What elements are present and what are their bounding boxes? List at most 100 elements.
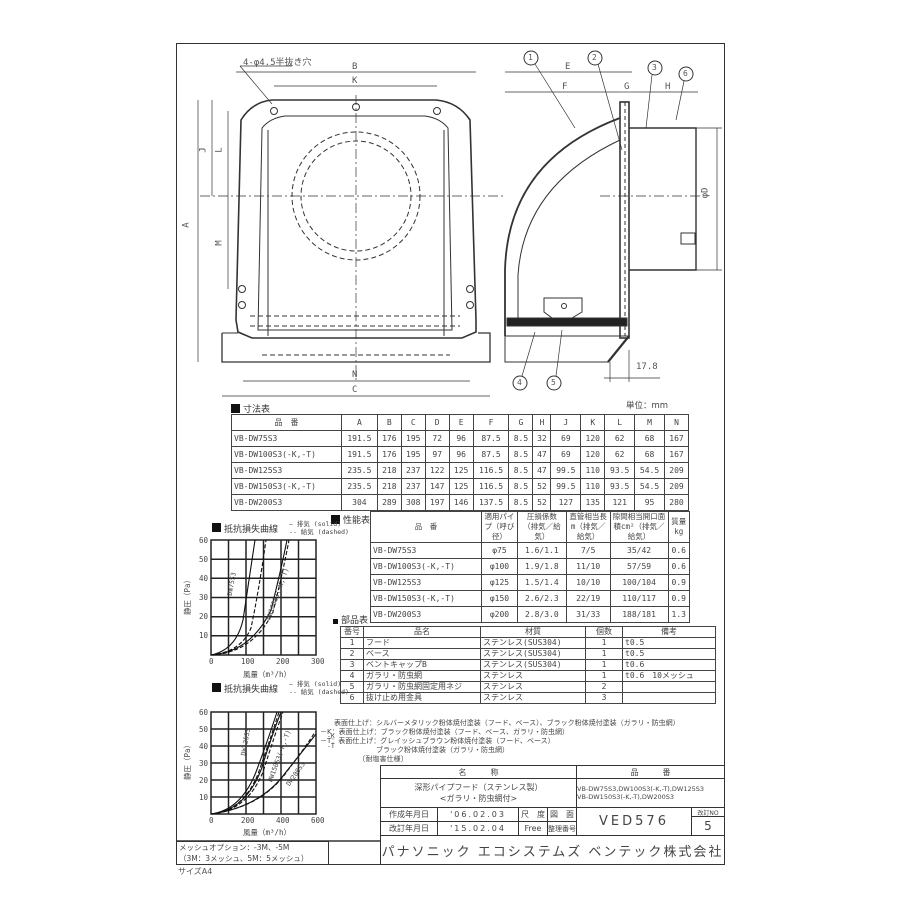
chart2-ylabel: 静圧（Pa） <box>183 740 193 781</box>
resistance-chart-1 <box>210 539 317 656</box>
dim-17-8: 17.8 <box>636 362 658 372</box>
dim-label-e: E <box>565 62 571 72</box>
chart2-annotation-t: -T <box>327 742 335 750</box>
chart1-ytick-40: 40 <box>199 574 209 583</box>
chart2-xtick-0: 0 <box>209 816 214 825</box>
balloon-3: 3 <box>652 63 657 72</box>
product-name: 深形パイプフード（ステンレス製）<ガラリ・防虫網付> <box>380 778 577 808</box>
unit-label: 単位：mm <box>626 401 669 411</box>
revised-label: 改訂年月日 <box>380 821 438 836</box>
created-date: '06.02.03 <box>437 807 519 822</box>
drawing-no-label-2: 整理番号 <box>547 821 577 836</box>
name-header: 名 称 <box>380 765 577 779</box>
chart1-ylabel: 静圧（Pa） <box>183 575 193 616</box>
chart1-ytick-60: 60 <box>199 536 209 545</box>
balloon-6: 6 <box>683 69 688 78</box>
parts-table-title: 部品表 <box>333 613 368 626</box>
company-name: パナソニック エコシステムズ ベンテック株式会社 <box>380 835 725 865</box>
rev-no: 5 <box>691 816 725 836</box>
chart1-title: 抵抗損失曲線 <box>212 522 278 535</box>
revised-date: '15.02.04 <box>437 821 519 836</box>
chart1-xtick-200: 200 <box>276 657 290 666</box>
chart2-ytick-10: 10 <box>199 793 209 802</box>
chart2-ytick-40: 40 <box>199 742 209 751</box>
performance-table-title: 性能表 <box>331 513 370 526</box>
chart2-xtick-200: 200 <box>241 816 255 825</box>
part-no-header: 品 番 <box>576 765 725 779</box>
created-label: 作成年月日 <box>380 807 438 822</box>
title-block: 名 称 品 番 深形パイプフード（ステンレス製）<ガラリ・防虫網付> VB-DW… <box>380 765 725 865</box>
scale-value: Free <box>518 821 548 836</box>
chart2-legend: — 排気 (solid)-- 給気 (dashed) <box>289 680 349 696</box>
dim-label-b: B <box>352 62 358 72</box>
dim-label-f: F <box>562 82 568 92</box>
chart2-ytick-50: 50 <box>199 725 209 734</box>
performance-table: 品 番適用パイプ（呼び径）圧損係数（排気／給気）直管相当長m（排気／給気）隙間相… <box>370 511 691 623</box>
drawing-number: VED576 <box>576 807 692 836</box>
chart1-xlabel: 風量（m³/h） <box>243 670 292 679</box>
scale-label: 尺 度 <box>518 807 548 822</box>
drawing-no-label-1: 図 面 <box>547 807 577 822</box>
chart2-xtick-400: 400 <box>276 816 290 825</box>
chart2-ytick-30: 30 <box>199 759 209 768</box>
chart1-ytick-50: 50 <box>199 555 209 564</box>
side-view <box>504 50 722 391</box>
chart1-xtick-100: 100 <box>241 657 255 666</box>
dim-label-h: H <box>665 82 671 92</box>
chart2-title: 抵抗損失曲線 <box>212 682 278 695</box>
chart1-xtick-0: 0 <box>209 657 214 666</box>
chart1-xtick-300: 300 <box>311 657 325 666</box>
dim-label-k: K <box>352 76 358 86</box>
front-view <box>197 65 505 397</box>
dim-label-g: G <box>624 82 630 92</box>
chart2-xtick-600: 600 <box>311 816 325 825</box>
dim-label-m: M <box>214 240 225 246</box>
chart1-legend: — 排気 (solid)-- 給気 (dashed) <box>289 520 349 536</box>
balloon-5: 5 <box>551 378 556 387</box>
chart1-ytick-10: 10 <box>199 631 209 640</box>
chart1-ytick-30: 30 <box>199 593 209 602</box>
dim-label-n: N <box>352 370 358 380</box>
dim-label-c: C <box>352 385 358 395</box>
hole-note: 4-φ4.5半抜き穴 <box>243 58 312 68</box>
balloon-4: 4 <box>517 378 522 387</box>
table-header: 番号品名材質個数備考 <box>340 626 716 638</box>
finish-notes: 表面仕上げ：シルバーメタリック粉体焼付塗装（フード、ベース）、ブラック粉体焼付塗… <box>320 719 680 763</box>
resistance-chart-2 <box>210 711 317 815</box>
chart2-xlabel: 風量（m³/h） <box>243 828 292 837</box>
paper-size: サイズA4 <box>178 867 213 876</box>
dim-label-l: L <box>214 147 225 153</box>
chart2-ytick-60: 60 <box>199 708 209 717</box>
mesh-option-note: メッシュオプション：-3M、-5M（3M：3メッシュ、5M：5メッシュ） <box>176 841 329 865</box>
chart2-annotation-k: -K <box>327 732 335 740</box>
dim-label-a: A <box>181 222 192 228</box>
chart1-ytick-20: 20 <box>199 612 209 621</box>
balloon-1: 1 <box>528 53 533 62</box>
dim-label-j: J <box>198 147 209 153</box>
balloon-2: 2 <box>592 53 597 62</box>
dim-label-d: φD <box>700 187 711 199</box>
chart2-ytick-20: 20 <box>199 776 209 785</box>
dimension-table-title: 寸法表 <box>231 402 270 415</box>
